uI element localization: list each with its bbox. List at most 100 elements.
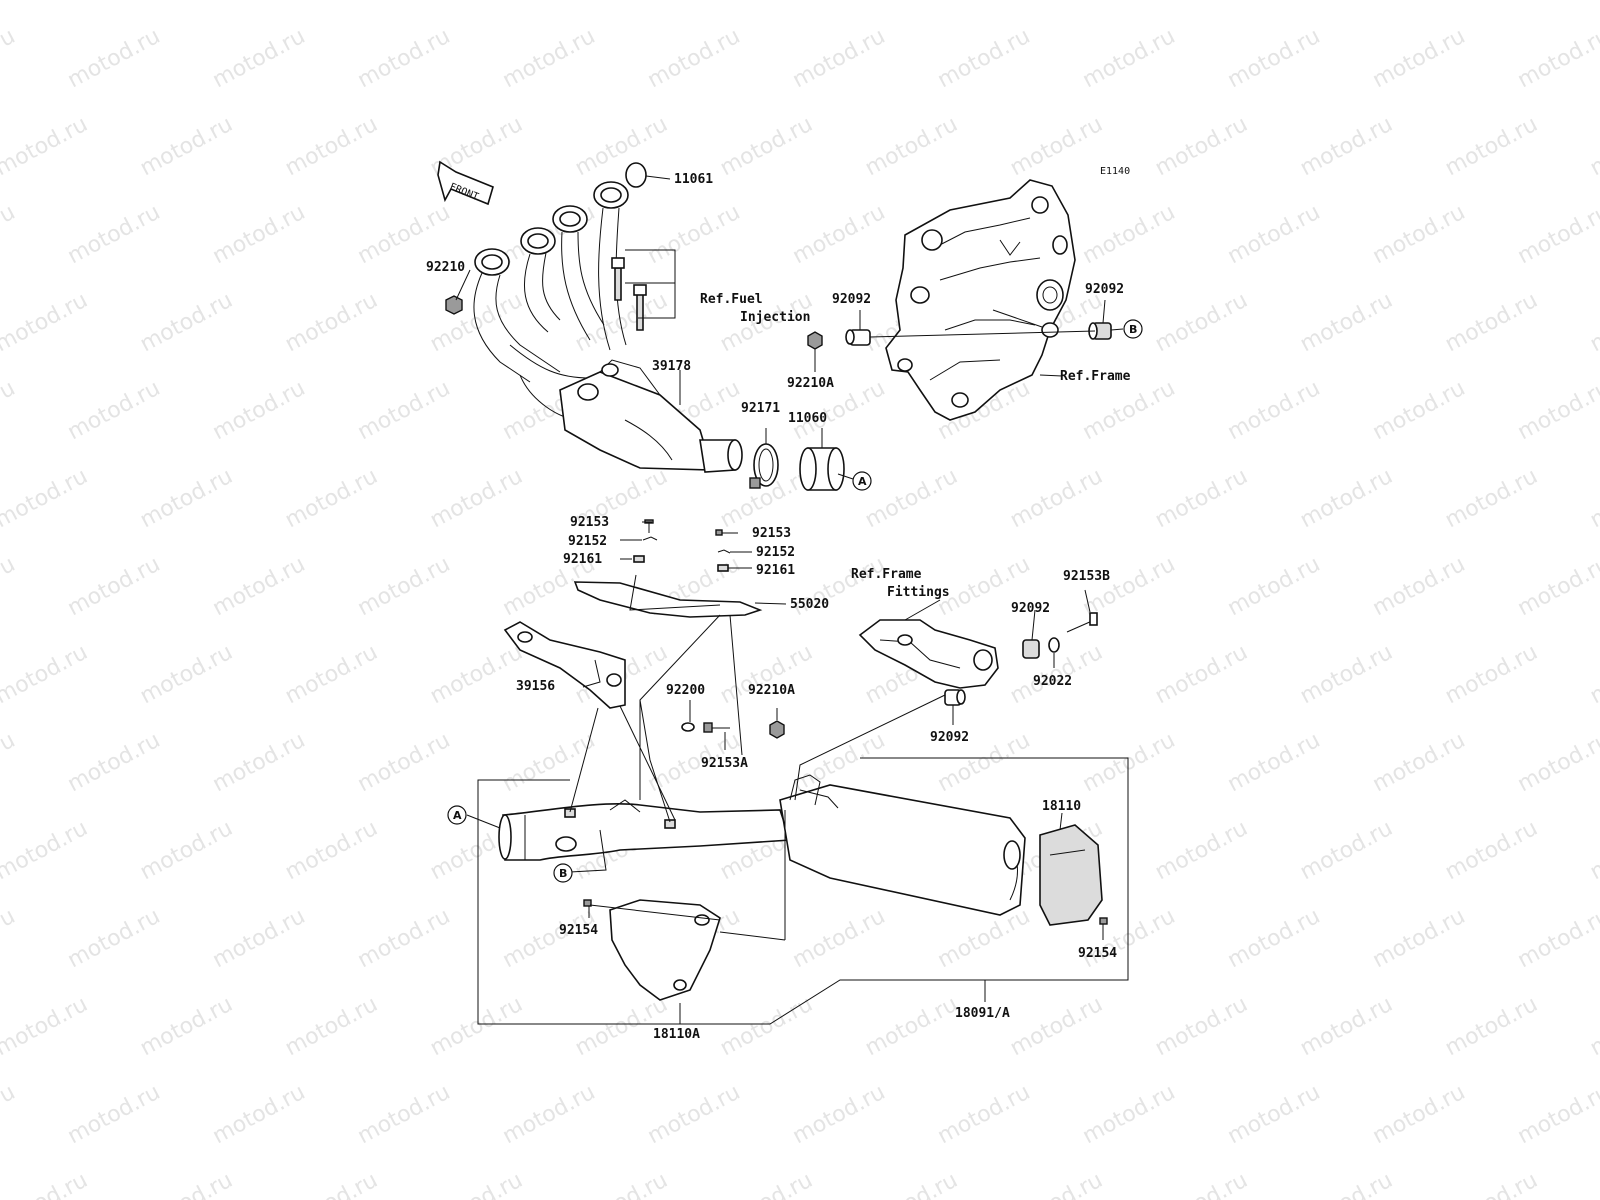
watermark-text: motod.ru xyxy=(716,992,817,1061)
watermark-text: motod.ru xyxy=(1006,1168,1107,1200)
watermark-text: motod.ru xyxy=(281,0,382,5)
watermark-text: motod.ru xyxy=(1224,200,1325,269)
watermark-text: motod.ru xyxy=(1079,376,1180,445)
front-arrow-icon: FRONT xyxy=(437,160,494,206)
watermark-text: motod.ru xyxy=(0,640,92,709)
watermark-text: motod.ru xyxy=(1441,0,1542,5)
damper-92092-mid xyxy=(1022,639,1040,659)
marker-a-top: A xyxy=(852,471,872,491)
part-label-92152-b: 92152 xyxy=(756,545,795,560)
frame-fitting-bracket xyxy=(858,619,999,689)
watermark-text: motod.ru xyxy=(426,0,527,5)
fasteners-left xyxy=(633,519,658,563)
watermark-text: motod.ru xyxy=(1441,1168,1542,1200)
watermark-text: motod.ru xyxy=(644,1080,745,1149)
part-label-92092-a: 92092 xyxy=(832,292,871,307)
watermark-text: motod.ru xyxy=(716,640,817,709)
watermark-text: motod.ru xyxy=(64,24,165,93)
part-label-92092-c: 92092 xyxy=(1011,601,1050,616)
watermark-text: motod.ru xyxy=(1079,1080,1180,1149)
part-label-55020: 55020 xyxy=(790,597,829,612)
part-label-92171: 92171 xyxy=(741,401,780,416)
watermark-text: motod.ru xyxy=(0,288,92,357)
watermark-text: motod.ru xyxy=(499,904,600,973)
heat-guard-55020 xyxy=(573,581,763,618)
watermark-text: motod.ru xyxy=(426,464,527,533)
bolt-92153B xyxy=(1066,612,1098,633)
frame-body xyxy=(885,179,1076,421)
watermark-text: motod.ru xyxy=(1586,816,1600,885)
muffler-18091 xyxy=(498,774,1108,1001)
part-label-11061: 11061 xyxy=(674,172,713,187)
watermark-text: motod.ru xyxy=(1586,992,1600,1061)
watermark-text: motod.ru xyxy=(861,1168,962,1200)
watermark-text: motod.ru xyxy=(1079,904,1180,973)
watermark-text: motod.ru xyxy=(1151,0,1252,5)
watermark-text: motod.ru xyxy=(1224,728,1325,797)
watermark-text: motod.ru xyxy=(209,24,310,93)
watermark-text: motod.ru xyxy=(1369,200,1470,269)
watermark-text: motod.ru xyxy=(209,904,310,973)
watermark-text: motod.ru xyxy=(1514,904,1600,973)
part-label-39178: 39178 xyxy=(652,359,691,374)
exhaust-header-pipes xyxy=(445,162,743,473)
nut-92210A-mid xyxy=(769,720,785,739)
watermark-text: motod.ru xyxy=(1296,0,1397,5)
clamp-92171 xyxy=(749,443,779,489)
watermark-text: motod.ru xyxy=(716,0,817,5)
watermark-text: motod.ru xyxy=(0,24,19,93)
watermark-text: motod.ru xyxy=(1586,640,1600,709)
watermark-text: motod.ru xyxy=(1586,0,1600,5)
watermark-text: motod.ru xyxy=(426,992,527,1061)
watermark-text: motod.ru xyxy=(571,112,672,181)
watermark-text: motod.ru xyxy=(136,288,237,357)
part-label-92161-b: 92161 xyxy=(756,563,795,578)
watermark-text: motod.ru xyxy=(136,992,237,1061)
svg-text:A: A xyxy=(453,809,462,822)
watermark-text: motod.ru xyxy=(209,728,310,797)
ref-frame-fittings-line1: Ref.Frame xyxy=(851,567,922,582)
part-label-92153-a: 92153 xyxy=(570,515,609,530)
watermark-text: motod.ru xyxy=(209,1080,310,1149)
watermark-text: motod.ru xyxy=(426,1168,527,1200)
fasteners-right xyxy=(715,529,738,572)
watermark-text: motod.ru xyxy=(1151,1168,1252,1200)
part-label-92022: 92022 xyxy=(1033,674,1072,689)
part-label-92210A-a: 92210A xyxy=(787,376,834,391)
watermark-text: motod.ru xyxy=(281,288,382,357)
part-label-92210: 92210 xyxy=(426,260,465,275)
watermark-text: motod.ru xyxy=(281,1168,382,1200)
part-label-92153B: 92153B xyxy=(1063,569,1110,584)
watermark-text: motod.ru xyxy=(1514,1080,1600,1149)
part-label-18091A: 18091/A xyxy=(955,1006,1010,1021)
svg-text:A: A xyxy=(858,475,867,488)
watermark-text: motod.ru xyxy=(1151,288,1252,357)
watermark-text: motod.ru xyxy=(1586,464,1600,533)
watermark-text: motod.ru xyxy=(64,728,165,797)
watermark-text: motod.ru xyxy=(136,816,237,885)
damper-92092-left xyxy=(845,329,871,346)
part-label-18110A: 18110A xyxy=(653,1027,700,1042)
watermark-text: motod.ru xyxy=(1224,24,1325,93)
watermark-text: motod.ru xyxy=(354,728,455,797)
watermark-text: motod.ru xyxy=(1369,1080,1470,1149)
watermark-text: motod.ru xyxy=(861,992,962,1061)
bolt-92153A xyxy=(703,722,730,733)
watermark-text: motod.ru xyxy=(1296,1168,1397,1200)
watermark-text: motod.ru xyxy=(1224,376,1325,445)
watermark-text: motod.ru xyxy=(1296,288,1397,357)
watermark-text: motod.ru xyxy=(0,552,19,621)
watermark-text: motod.ru xyxy=(209,376,310,445)
watermark-text: motod.ru xyxy=(136,464,237,533)
watermark-text: motod.ru xyxy=(1296,112,1397,181)
watermark-text: motod.ru xyxy=(1224,1080,1325,1149)
watermark-text: motod.ru xyxy=(281,992,382,1061)
part-label-92153A: 92153A xyxy=(701,756,748,771)
part-label-39156: 39156 xyxy=(516,679,555,694)
watermark-text: motod.ru xyxy=(354,200,455,269)
watermark-text: motod.ru xyxy=(1441,112,1542,181)
watermark-text: motod.ru xyxy=(0,376,19,445)
part-label-92092-b: 92092 xyxy=(1085,282,1124,297)
watermark-text: motod.ru xyxy=(64,200,165,269)
